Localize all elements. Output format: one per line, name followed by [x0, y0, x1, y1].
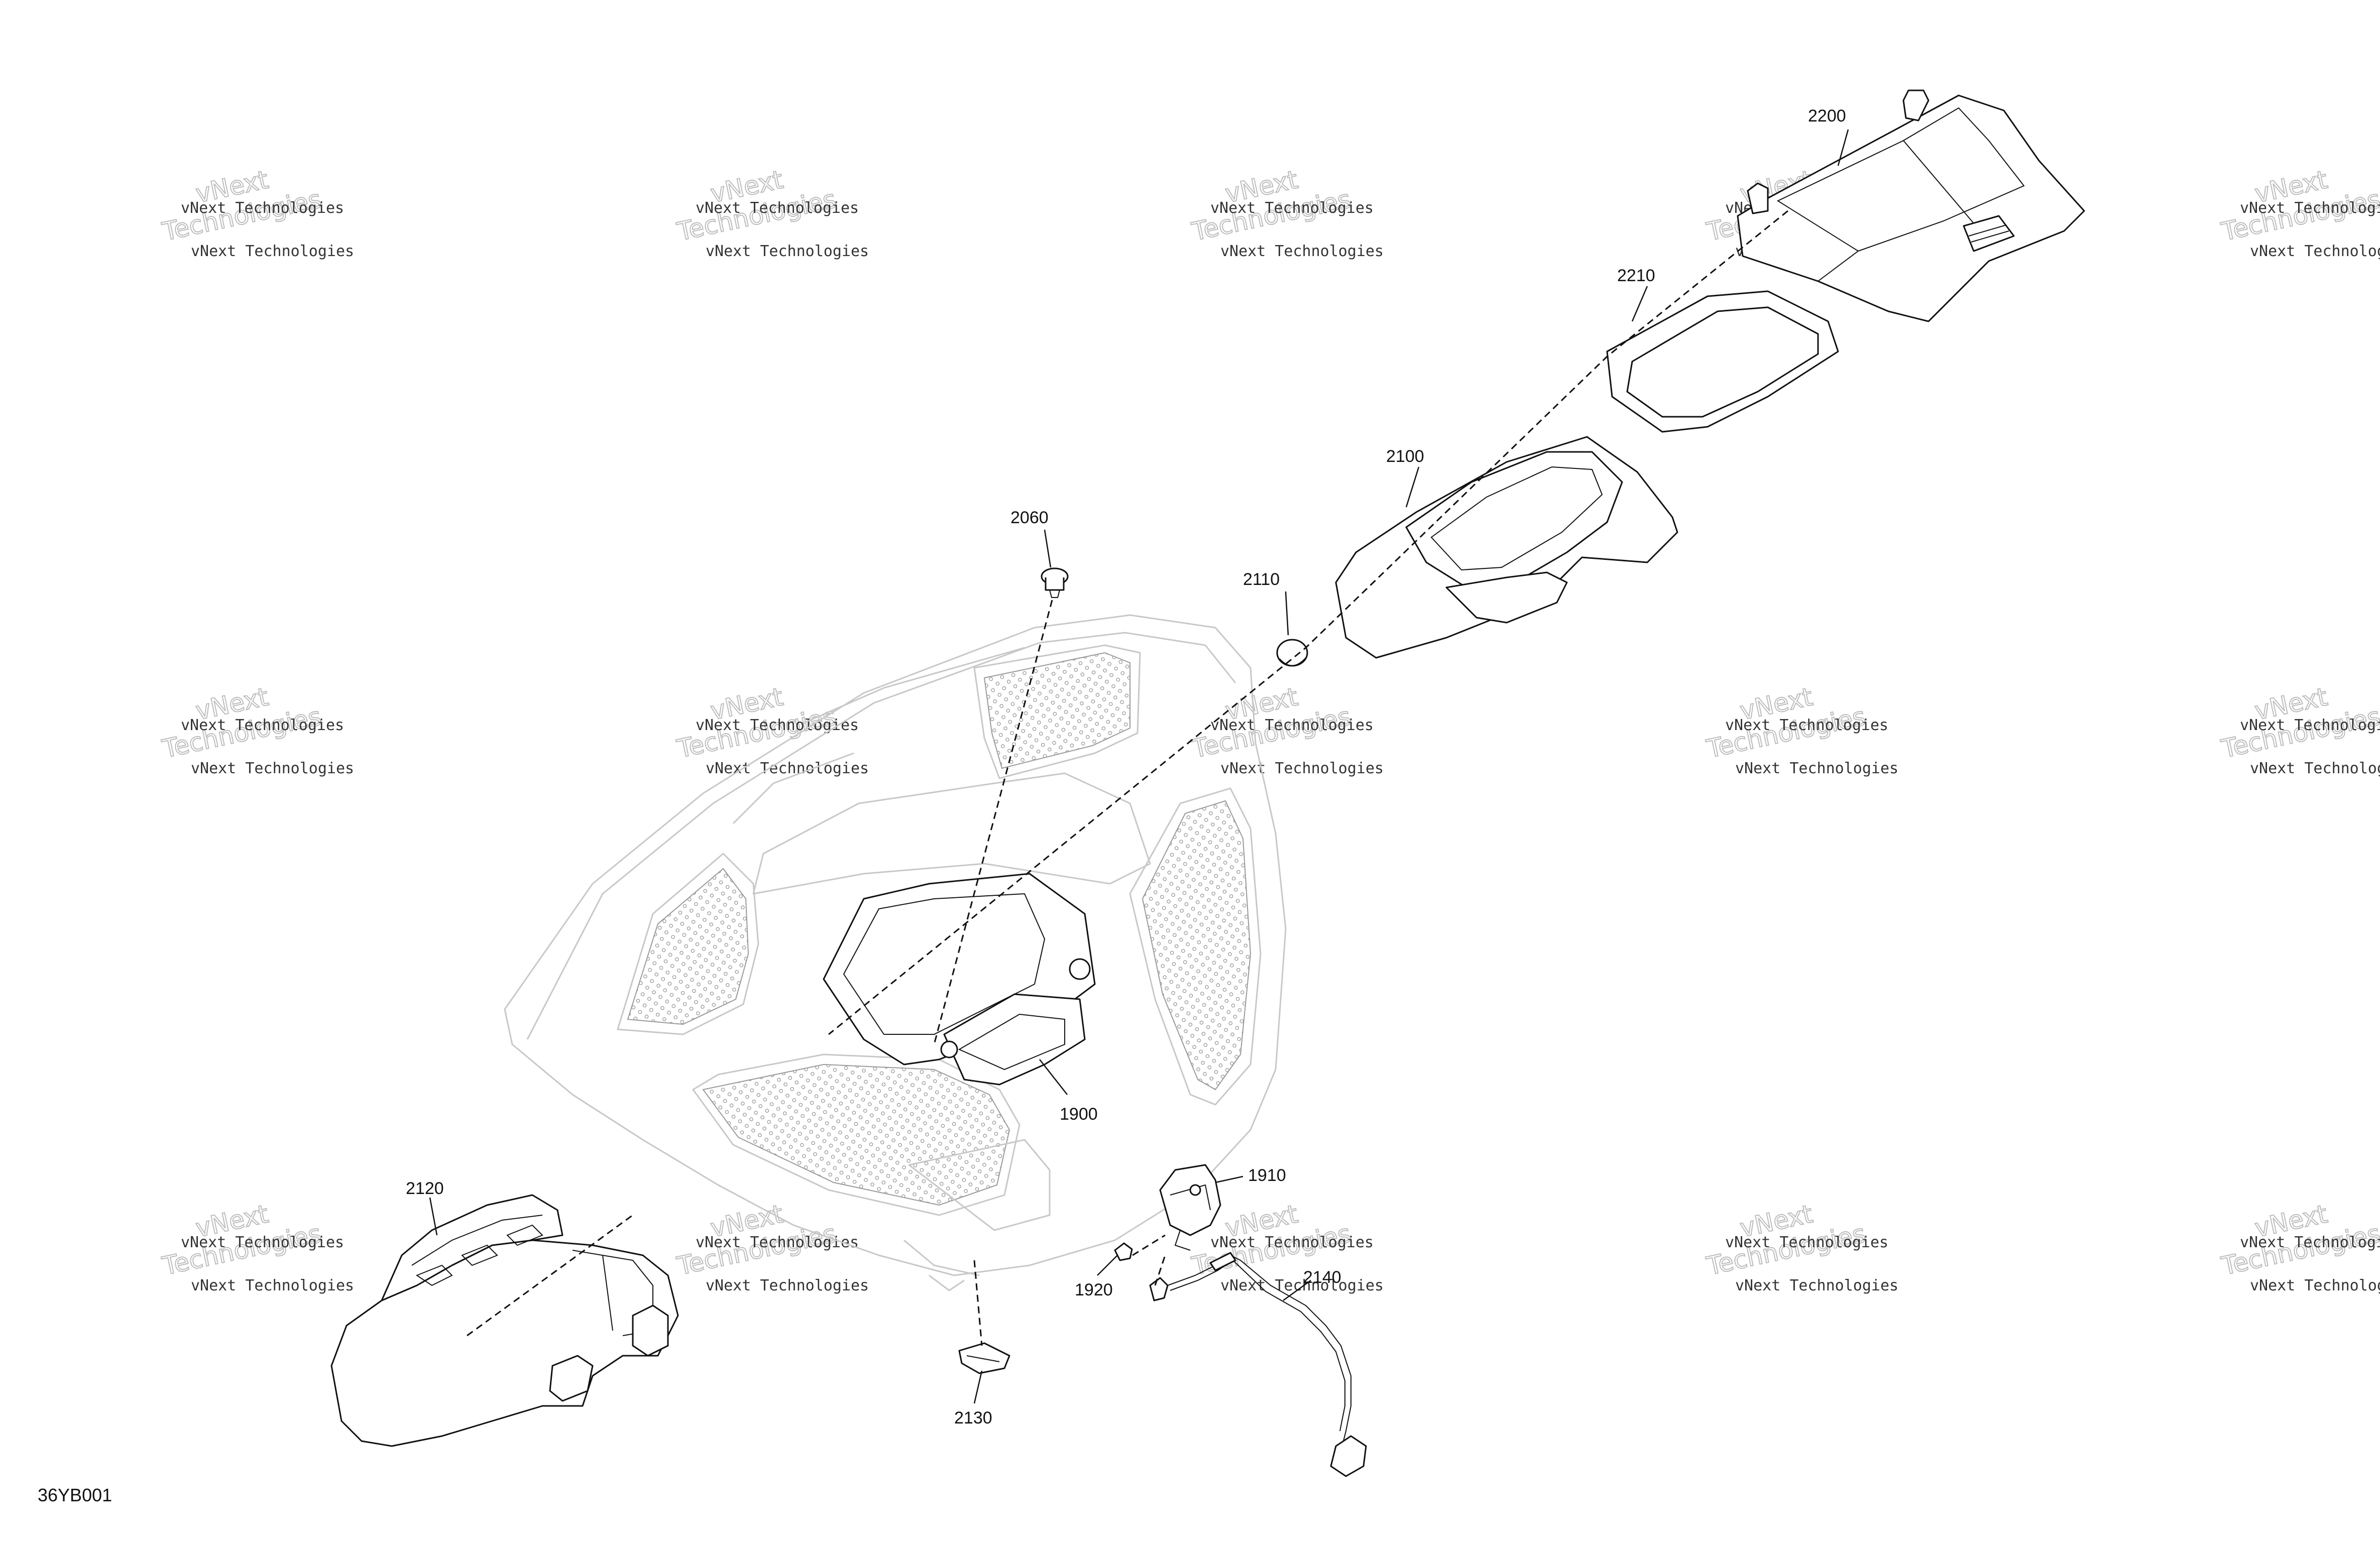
callout-2120: 2120 — [406, 1179, 444, 1198]
assembly-lines — [467, 210, 1788, 1346]
part-2120-left-housing — [330, 1194, 679, 1447]
svg-text:vNext Technologies: vNext Technologies — [1725, 1234, 1888, 1251]
leader-lines — [429, 129, 1849, 1404]
part-2100-glovebox-housing — [1335, 436, 1678, 659]
svg-text:vNext Technologies: vNext Technologies — [2240, 1234, 2380, 1251]
svg-text:vNext Technologies: vNext Technologies — [2250, 243, 2380, 260]
watermark: vNext Technologies vNext Technologies vN… — [1189, 681, 1384, 777]
svg-text:vNext Technologies: vNext Technologies — [706, 243, 869, 260]
svg-text:vNext Technologies: vNext Technologies — [2250, 760, 2380, 777]
svg-text:vNext Technologies: vNext Technologies — [696, 1234, 859, 1251]
svg-text:vNext Technologies: vNext Technologies — [1210, 1234, 1374, 1251]
svg-text:vNext Technologies: vNext Technologies — [2250, 1277, 2380, 1294]
watermark: vNext Technologies vNext Technologies vN… — [1189, 1199, 1384, 1294]
assembly-line-main — [828, 210, 1788, 1035]
watermark: vNext Technologies vNext Technologies vN… — [674, 164, 869, 260]
svg-text:vNext Technologies: vNext Technologies — [1220, 243, 1384, 260]
callout-2140: 2140 — [1303, 1268, 1341, 1287]
svg-text:vNext Technologies: vNext Technologies — [1735, 760, 1898, 777]
svg-text:vNext Technologies: vNext Technologies — [1210, 717, 1374, 734]
watermark: vNext Technologies vNext Technologies vN… — [2218, 164, 2380, 260]
part-1900-storage-tray — [823, 873, 1096, 1086]
watermark: vNext Technologies vNext Technologies vN… — [1189, 164, 1384, 260]
part-2140-cable — [1149, 1252, 1367, 1477]
part-2130-clip — [958, 1342, 1010, 1374]
callout-labels: 2200 2210 2100 2110 2060 1900 1910 1920 … — [406, 106, 1846, 1428]
part-2200-glovebox-lid — [1737, 89, 2085, 322]
watermark: vNext Technologies vNext Technologies vN… — [159, 164, 354, 260]
assembly-line-2130 — [973, 1260, 983, 1346]
svg-text:vNext Technologies: vNext Technologies — [191, 1277, 354, 1294]
callout-1920: 1920 — [1075, 1280, 1113, 1299]
part-2110-plug — [1276, 639, 1308, 667]
callout-2100: 2100 — [1386, 447, 1424, 466]
front-fascia-ghost — [504, 614, 1287, 1291]
svg-text:vNext Technologies: vNext Technologies — [696, 717, 859, 734]
svg-text:vNext Technologies: vNext Technologies — [706, 1277, 869, 1294]
svg-text:vNext Technologies: vNext Technologies — [191, 243, 354, 260]
svg-text:vNext Technologies: vNext Technologies — [706, 760, 869, 777]
assembly-line-1910 — [1132, 1234, 1166, 1286]
watermark: vNext Technologies vNext Technologies vN… — [159, 1199, 354, 1294]
callout-2060: 2060 — [1010, 508, 1049, 527]
watermark: vNext Technologies vNext Technologies vN… — [2218, 1199, 2380, 1294]
svg-text:vNext Technologies: vNext Technologies — [1220, 1277, 1384, 1294]
svg-text:vNext Technologies: vNext Technologies — [2240, 199, 2380, 217]
watermark: vNext Technologies vNext Technologies vN… — [674, 681, 869, 777]
svg-text:vNext Technologies: vNext Technologies — [1725, 717, 1888, 734]
svg-text:vNext Technologies: vNext Technologies — [181, 1234, 344, 1251]
callout-2200: 2200 — [1808, 106, 1846, 126]
diagram-code: 36YB001 — [38, 1485, 112, 1505]
svg-text:vNext Technologies: vNext Technologies — [1220, 760, 1384, 777]
callout-1900: 1900 — [1060, 1105, 1098, 1124]
svg-text:vNext Technologies: vNext Technologies — [181, 199, 344, 217]
svg-text:vNext Technologies: vNext Technologies — [1735, 1277, 1898, 1294]
svg-text:vNext Technologies: vNext Technologies — [191, 760, 354, 777]
watermark: vNext Technologies vNext Technologies vN… — [1704, 681, 1898, 777]
part-2060-rivet-clip — [1041, 567, 1069, 598]
watermark: vNext Technologies vNext Technologies vN… — [1704, 1199, 1898, 1294]
watermark-layer: vNext Technologies vNext Technologies vN… — [159, 164, 2380, 1294]
svg-text:vNext Technologies: vNext Technologies — [181, 717, 344, 734]
callout-1910: 1910 — [1248, 1166, 1286, 1185]
svg-text:vNext Technologies: vNext Technologies — [696, 199, 859, 217]
callout-2110: 2110 — [1243, 570, 1280, 589]
part-1910-latch — [1159, 1164, 1221, 1251]
part-2210-seal-gasket — [1606, 290, 1839, 433]
callout-2130: 2130 — [954, 1408, 992, 1428]
part-1920-screw — [1114, 1242, 1133, 1261]
watermark: vNext Technologies vNext Technologies vN… — [159, 681, 354, 777]
watermark: vNext Technologies vNext Technologies vN… — [2218, 681, 2380, 777]
assembly-line-2060 — [933, 600, 1053, 1045]
svg-text:vNext Technologies: vNext Technologies — [2240, 717, 2380, 734]
svg-text:vNext Technologies: vNext Technologies — [1210, 199, 1374, 217]
callout-2210: 2210 — [1617, 266, 1655, 285]
